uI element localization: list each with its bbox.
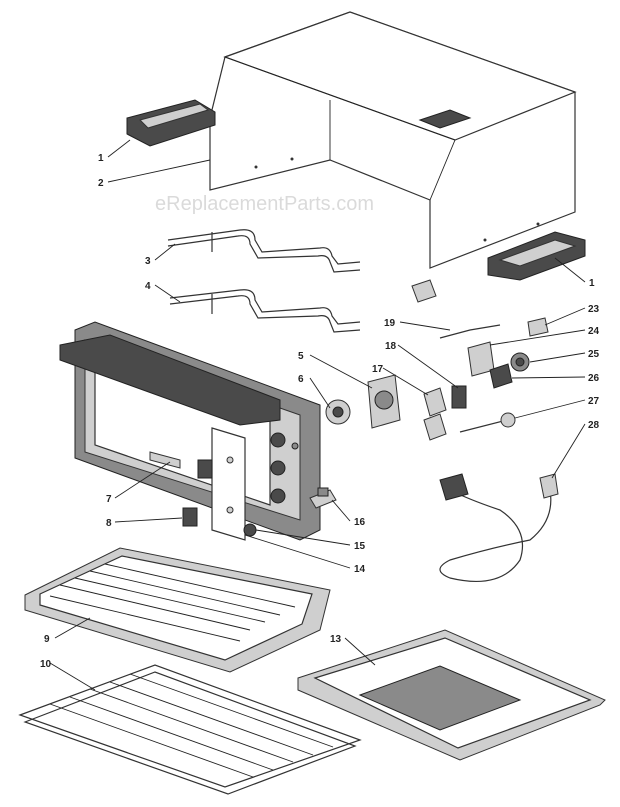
relay-part [451,385,467,409]
callout-3: 3 [145,256,151,267]
thermostat [325,399,351,425]
callout-15: 15 [354,541,366,552]
callout-14: 14 [354,564,366,575]
gear-knob [510,352,530,372]
control-panel [211,427,246,541]
baking-pan [297,629,606,761]
foot-part-2 [197,459,213,479]
callout-13: 13 [330,634,342,645]
callout-9: 9 [44,634,50,645]
power-cord [439,473,559,583]
wire-rack [18,664,362,795]
oven-door-frame [59,321,321,541]
foot-part [182,507,198,527]
callout-25: 25 [588,349,600,360]
callout-28: 28 [588,420,600,431]
indicator-light [243,523,257,537]
control-knobs [270,432,299,504]
callout-4: 4 [145,281,151,292]
callout-26: 26 [588,373,600,384]
callout-16: 16 [354,517,366,528]
leader-lines [49,139,586,691]
connector-part [489,363,513,389]
callout-10: 10 [40,659,52,670]
oven-housing [209,11,577,269]
heating-element-lower [169,289,361,333]
callout-7: 7 [106,494,112,505]
rotisserie-shaft [459,412,516,433]
callout-1-right: 1 [589,278,595,289]
callout-labels: 1 2 3 4 5 6 7 8 9 10 13 14 15 16 17 18 1… [40,153,600,670]
callout-18: 18 [385,341,397,352]
callout-1: 1 [98,153,104,164]
callout-5: 5 [298,351,304,362]
heating-element-upper [167,229,361,273]
wire-lead [439,324,501,339]
callout-8: 8 [106,518,112,529]
watermark-text: eReplacementParts.com [155,193,374,215]
callout-19: 19 [384,318,396,329]
callout-23: 23 [588,304,600,315]
callout-24: 24 [588,326,600,337]
lamp-holder [527,317,549,337]
callout-17: 17 [372,364,384,375]
small-clip [411,279,437,303]
broil-rack [24,547,331,673]
switch-contact-17 [423,387,447,441]
handle-left [126,99,216,147]
handle-right [487,231,586,281]
switch-part [309,487,337,509]
callout-27: 27 [588,396,600,407]
callout-6: 6 [298,374,304,385]
callout-2: 2 [98,178,104,189]
timer-switch [367,374,401,429]
